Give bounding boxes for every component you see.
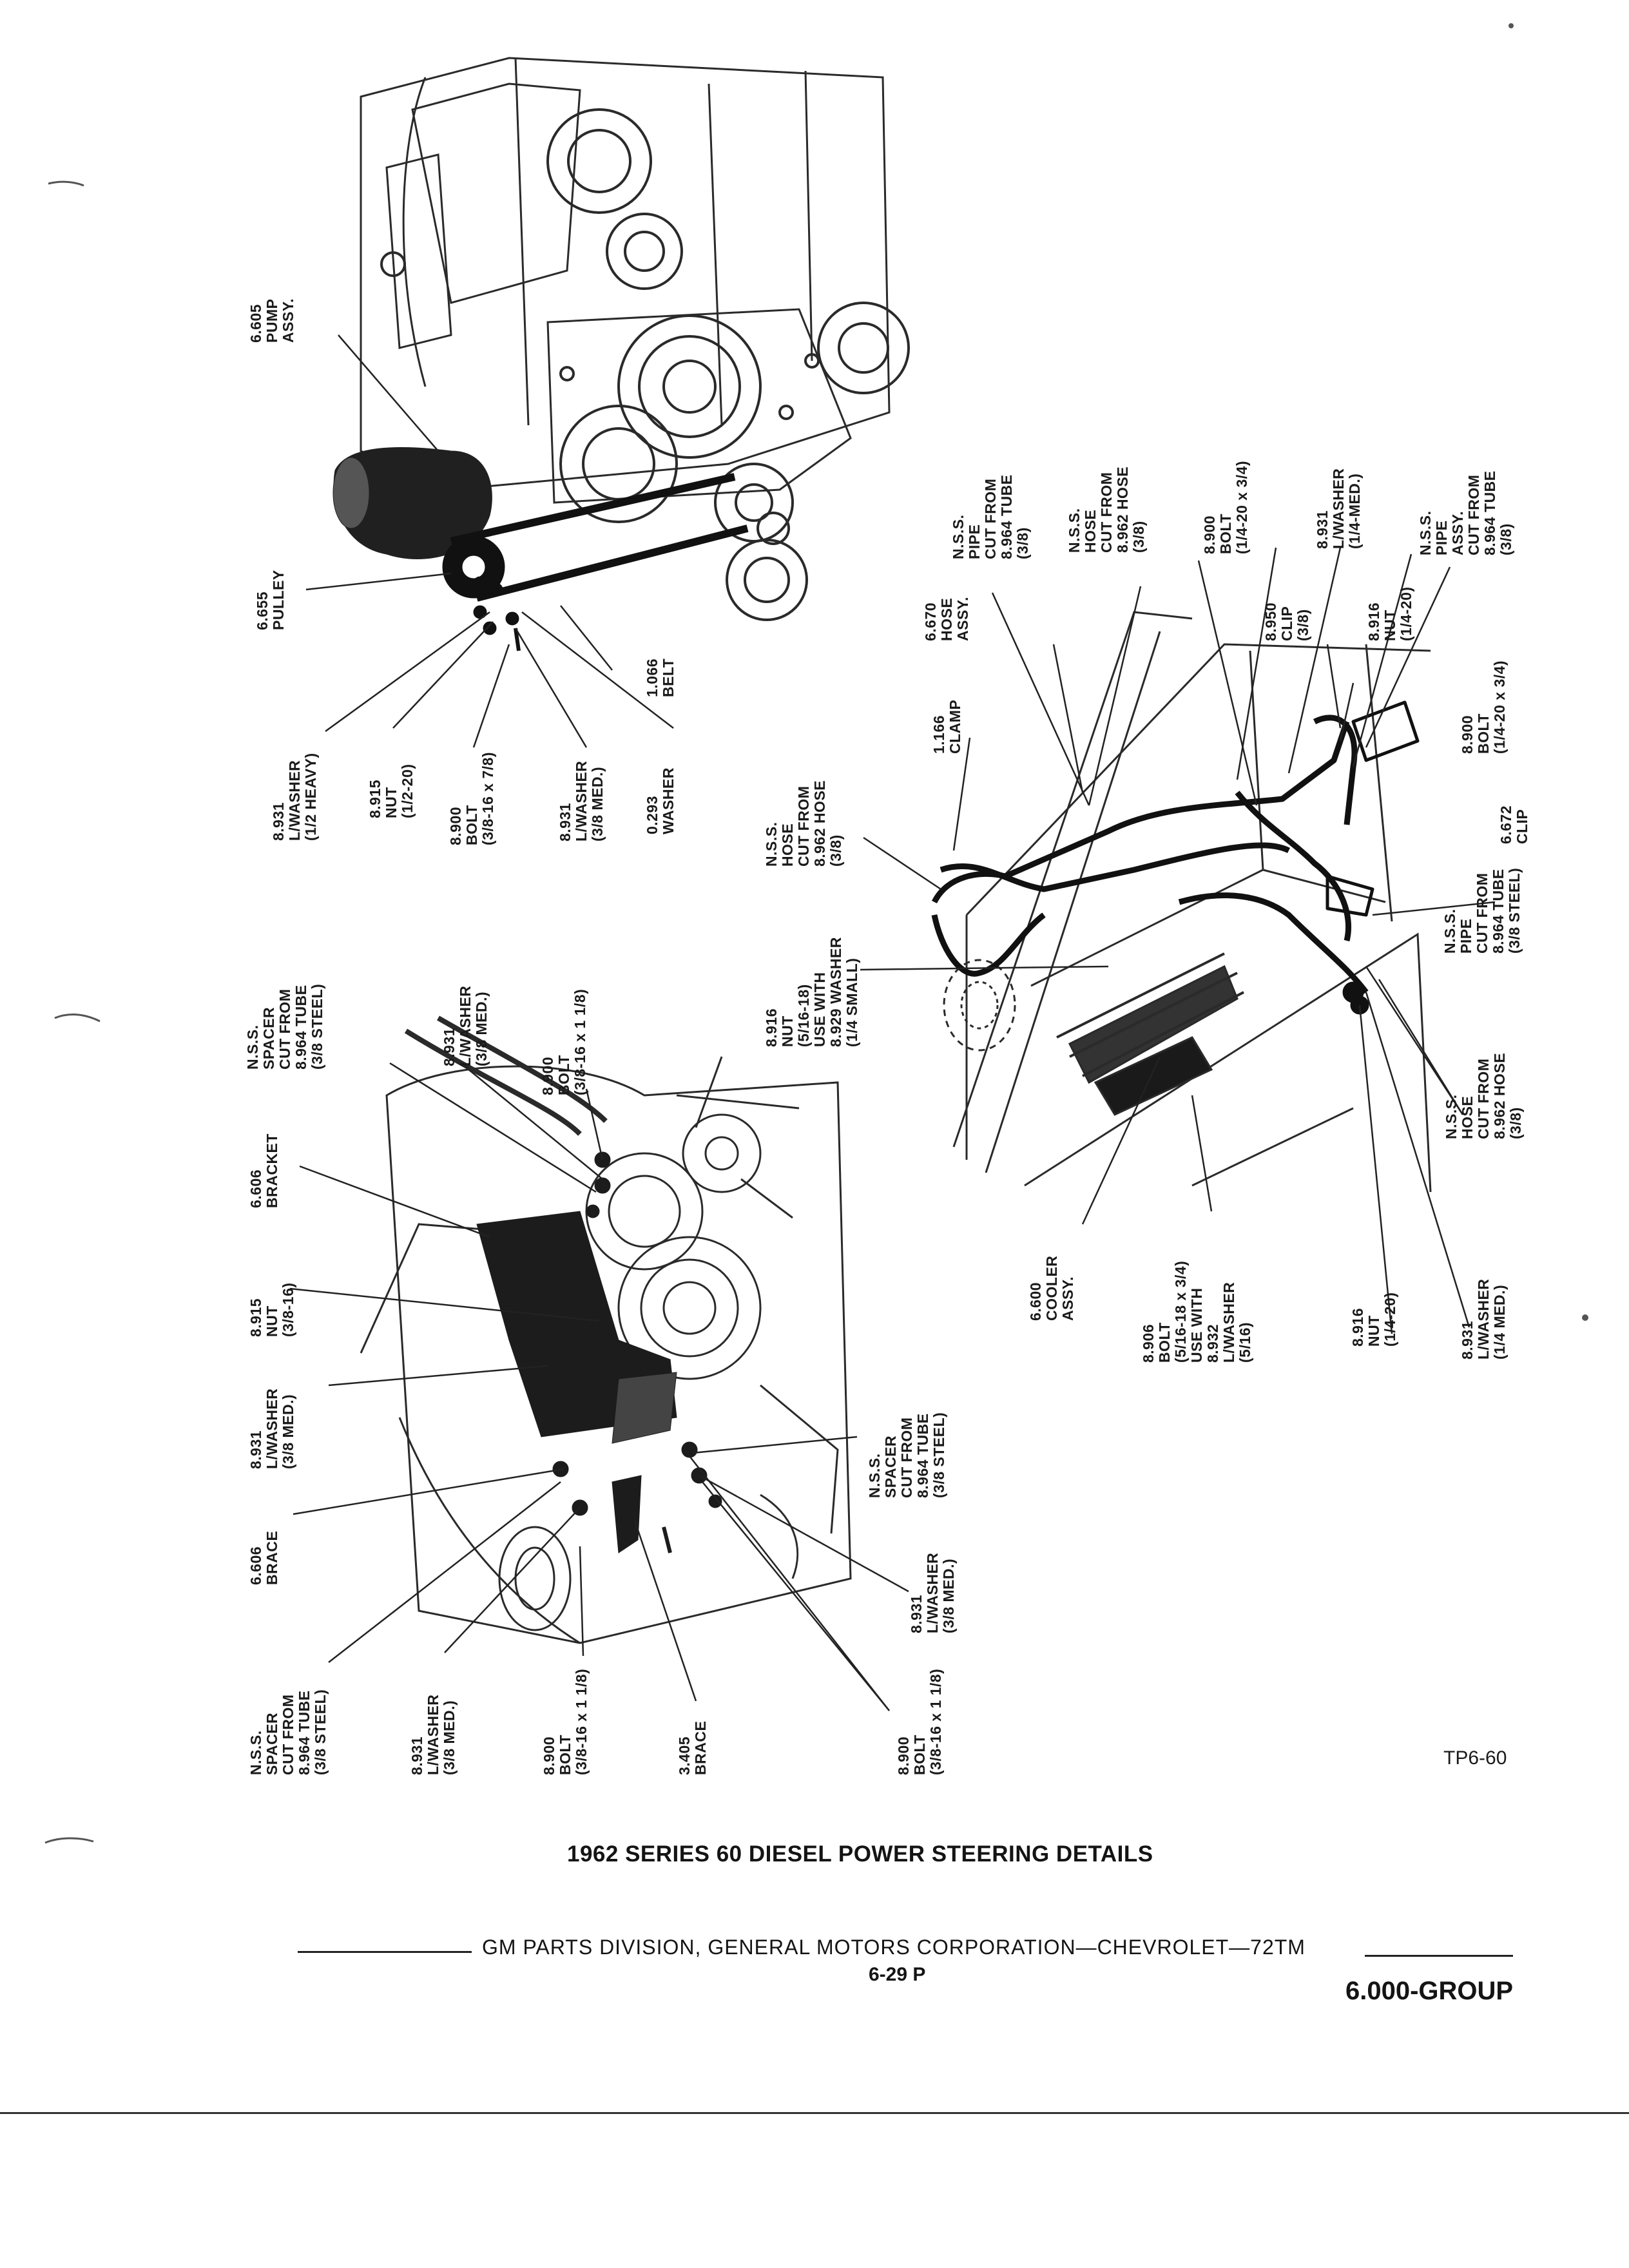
cooler-drawing	[943, 611, 1432, 1193]
bottom-rule	[0, 2112, 1629, 2114]
pulley-and-belt	[442, 473, 749, 651]
footer-rule-right	[1365, 1955, 1513, 1957]
footer-publisher: GM PARTS DIVISION, GENERAL MOTORS CORPOR…	[482, 1936, 1306, 1959]
footer-rule-left	[298, 1951, 472, 1953]
figure-id: TP6-60	[1443, 1747, 1507, 1769]
pump-engine-drawing	[360, 57, 910, 621]
page-specks	[44, 23, 1588, 1844]
bracket-and-braces	[476, 1151, 722, 1553]
top-leader-lines	[305, 334, 674, 748]
pump-assembly	[333, 447, 492, 559]
hose-routing	[931, 700, 1420, 1015]
page-number: 6-29 P	[869, 1964, 926, 1985]
section-group: 6.000-GROUP	[1345, 1977, 1514, 2005]
cooler-leader-lines	[860, 547, 1496, 1334]
figure-caption: 1962 SERIES 60 DIESEL POWER STEERING DET…	[567, 1841, 1153, 1867]
bracket-leader-lines	[289, 1062, 909, 1711]
